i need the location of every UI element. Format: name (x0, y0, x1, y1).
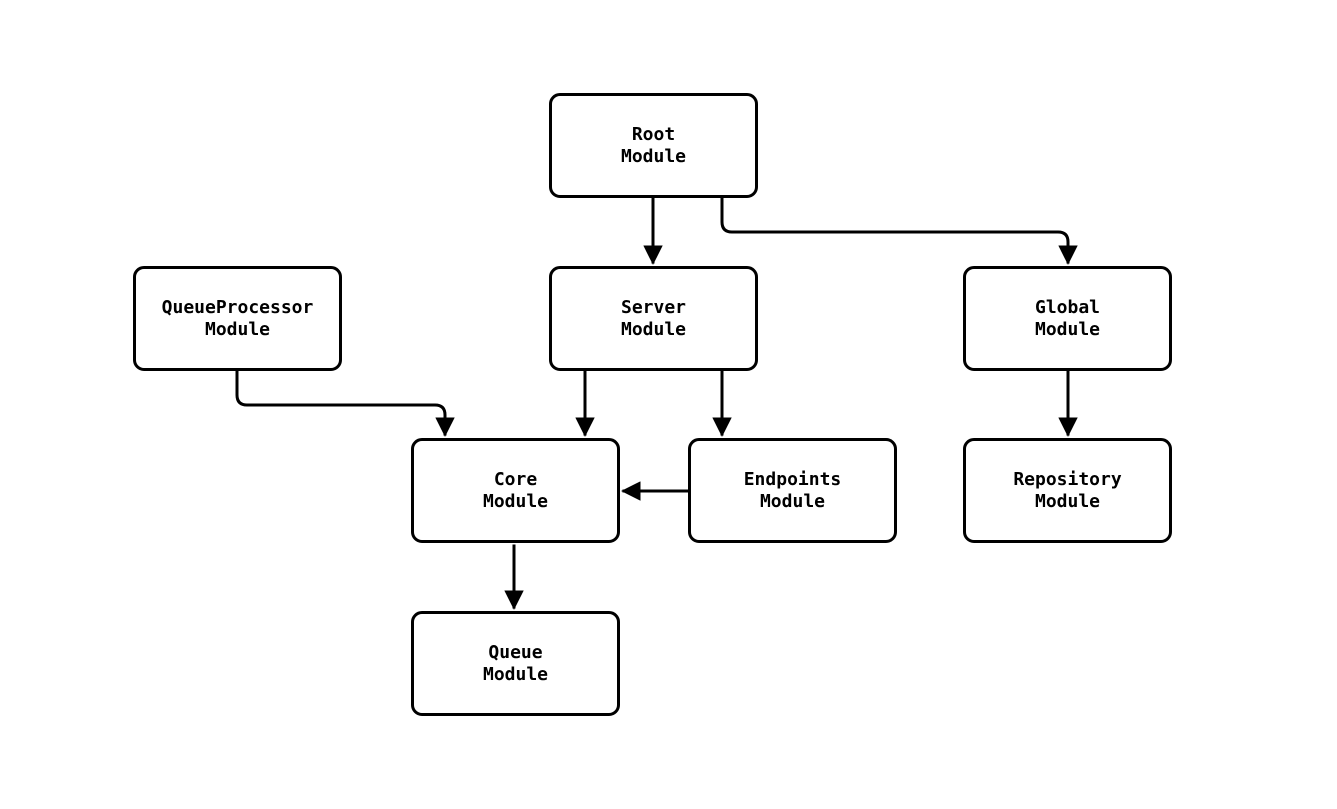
node-queueprocessor-module: QueueProcessor Module (133, 266, 342, 371)
node-core-module-label: Core Module (482, 468, 549, 512)
node-global-module: Global Module (963, 266, 1172, 371)
node-server-module: Server Module (549, 266, 758, 371)
node-root-module-label: Root Module (620, 123, 687, 167)
edge-queueprocessor-to-core (235, 369, 455, 437)
node-server-module-label: Server Module (620, 296, 687, 340)
node-queue-module-label: Queue Module (482, 641, 549, 685)
node-repository-module: Repository Module (963, 438, 1172, 543)
node-repository-module-label: Repository Module (1013, 468, 1122, 512)
node-queue-module: Queue Module (411, 611, 620, 716)
node-root-module: Root Module (549, 93, 758, 198)
node-global-module-label: Global Module (1034, 296, 1101, 340)
node-endpoints-module-label: Endpoints Module (743, 468, 842, 512)
node-endpoints-module: Endpoints Module (688, 438, 897, 543)
node-core-module: Core Module (411, 438, 620, 543)
edge-root-to-global (720, 196, 1078, 265)
node-queueprocessor-module-label: QueueProcessor Module (161, 296, 314, 340)
